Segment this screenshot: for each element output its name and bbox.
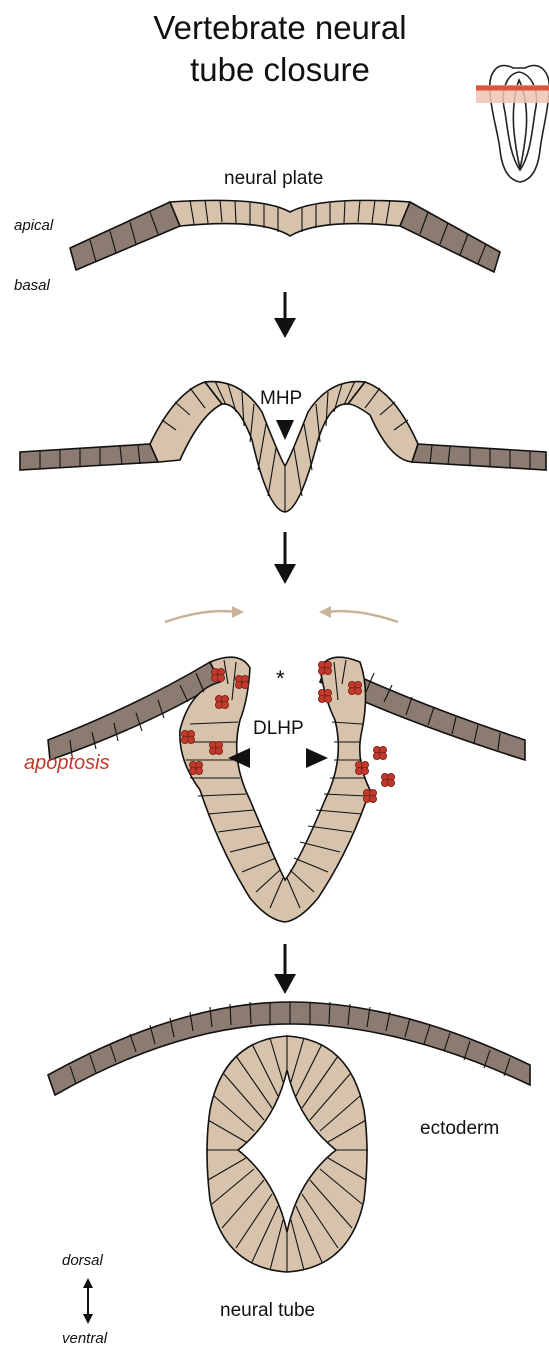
progression-arrow-3 bbox=[274, 944, 296, 994]
label-neural-tube: neural tube bbox=[220, 1300, 315, 1322]
progression-arrow-1 bbox=[274, 292, 296, 338]
neural-fold-left bbox=[150, 382, 222, 462]
title-line-2: tube closure bbox=[70, 50, 490, 90]
dorsal-ventral-axis-icon bbox=[83, 1278, 93, 1324]
title-line-1: Vertebrate neural bbox=[70, 8, 490, 48]
label-apoptosis: apoptosis bbox=[24, 752, 110, 775]
label-asterisk: * bbox=[276, 666, 285, 692]
mhp-arrowhead bbox=[276, 420, 294, 440]
label-dorsal: dorsal bbox=[62, 1252, 103, 1269]
label-mhp: MHP bbox=[260, 388, 302, 410]
stage-dlhp bbox=[48, 606, 525, 922]
neural-fold-cup-3 bbox=[180, 657, 370, 922]
label-ventral: ventral bbox=[62, 1330, 107, 1347]
ectoderm-left-2 bbox=[20, 444, 158, 470]
neural-fold-right bbox=[348, 382, 418, 462]
dlhp-arrowhead-right bbox=[306, 748, 328, 768]
ectoderm-left bbox=[70, 202, 180, 270]
label-basal: basal bbox=[14, 277, 50, 294]
progression-arrow-2 bbox=[274, 532, 296, 584]
label-dlhp: DLHP bbox=[253, 718, 304, 740]
label-apical: apical bbox=[14, 217, 53, 234]
fold-movement-arrow-left bbox=[165, 611, 238, 622]
ectoderm-right bbox=[400, 202, 500, 272]
label-ectoderm: ectoderm bbox=[420, 1118, 499, 1140]
label-neural-plate: neural plate bbox=[224, 168, 323, 190]
fold-movement-arrow-right bbox=[325, 611, 398, 622]
stage-neural-plate bbox=[70, 200, 500, 272]
